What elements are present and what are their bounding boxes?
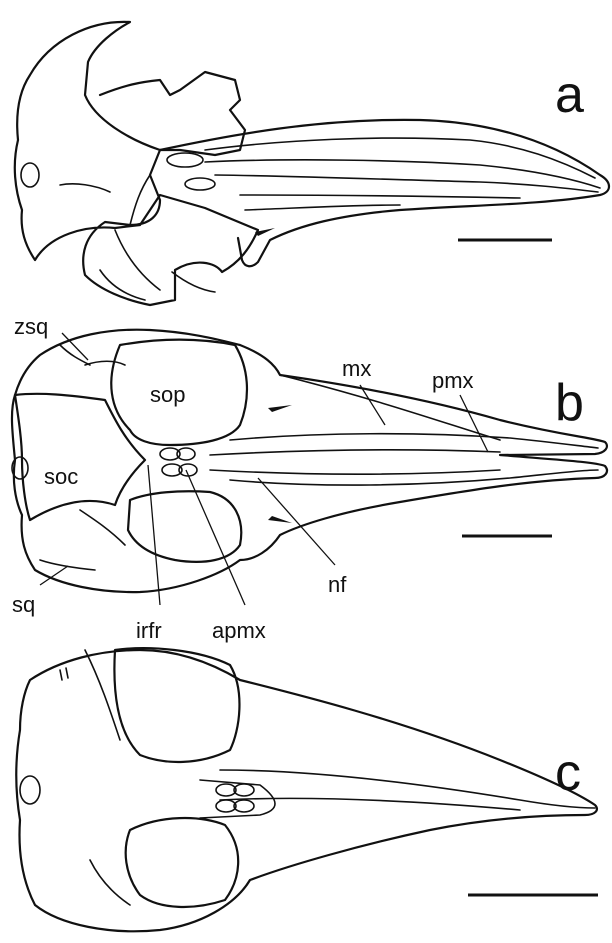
panel-a-letter: a: [555, 66, 584, 124]
label-mx: mx: [342, 356, 371, 381]
label-irfr: irfr: [136, 618, 162, 643]
label-pmx: pmx: [432, 368, 474, 393]
label-sop: sop: [150, 382, 185, 407]
label-sq: sq: [12, 592, 35, 617]
label-nf: nf: [328, 572, 347, 597]
leader-apmx: [186, 470, 245, 605]
label-apmx: apmx: [212, 618, 266, 643]
label-soc: soc: [44, 464, 78, 489]
label-zsq: zsq: [14, 314, 48, 339]
panel-b-skull-drawing: [12, 330, 607, 592]
panel-c-letter: c: [555, 744, 581, 802]
panel-a-skull-drawing: [15, 22, 609, 305]
panel-b-letter: b: [555, 374, 584, 432]
leader-nf: [258, 478, 335, 565]
leader-irfr: [148, 465, 160, 605]
panel-c-skull-drawing: [16, 648, 597, 931]
leader-pmx: [460, 395, 488, 452]
